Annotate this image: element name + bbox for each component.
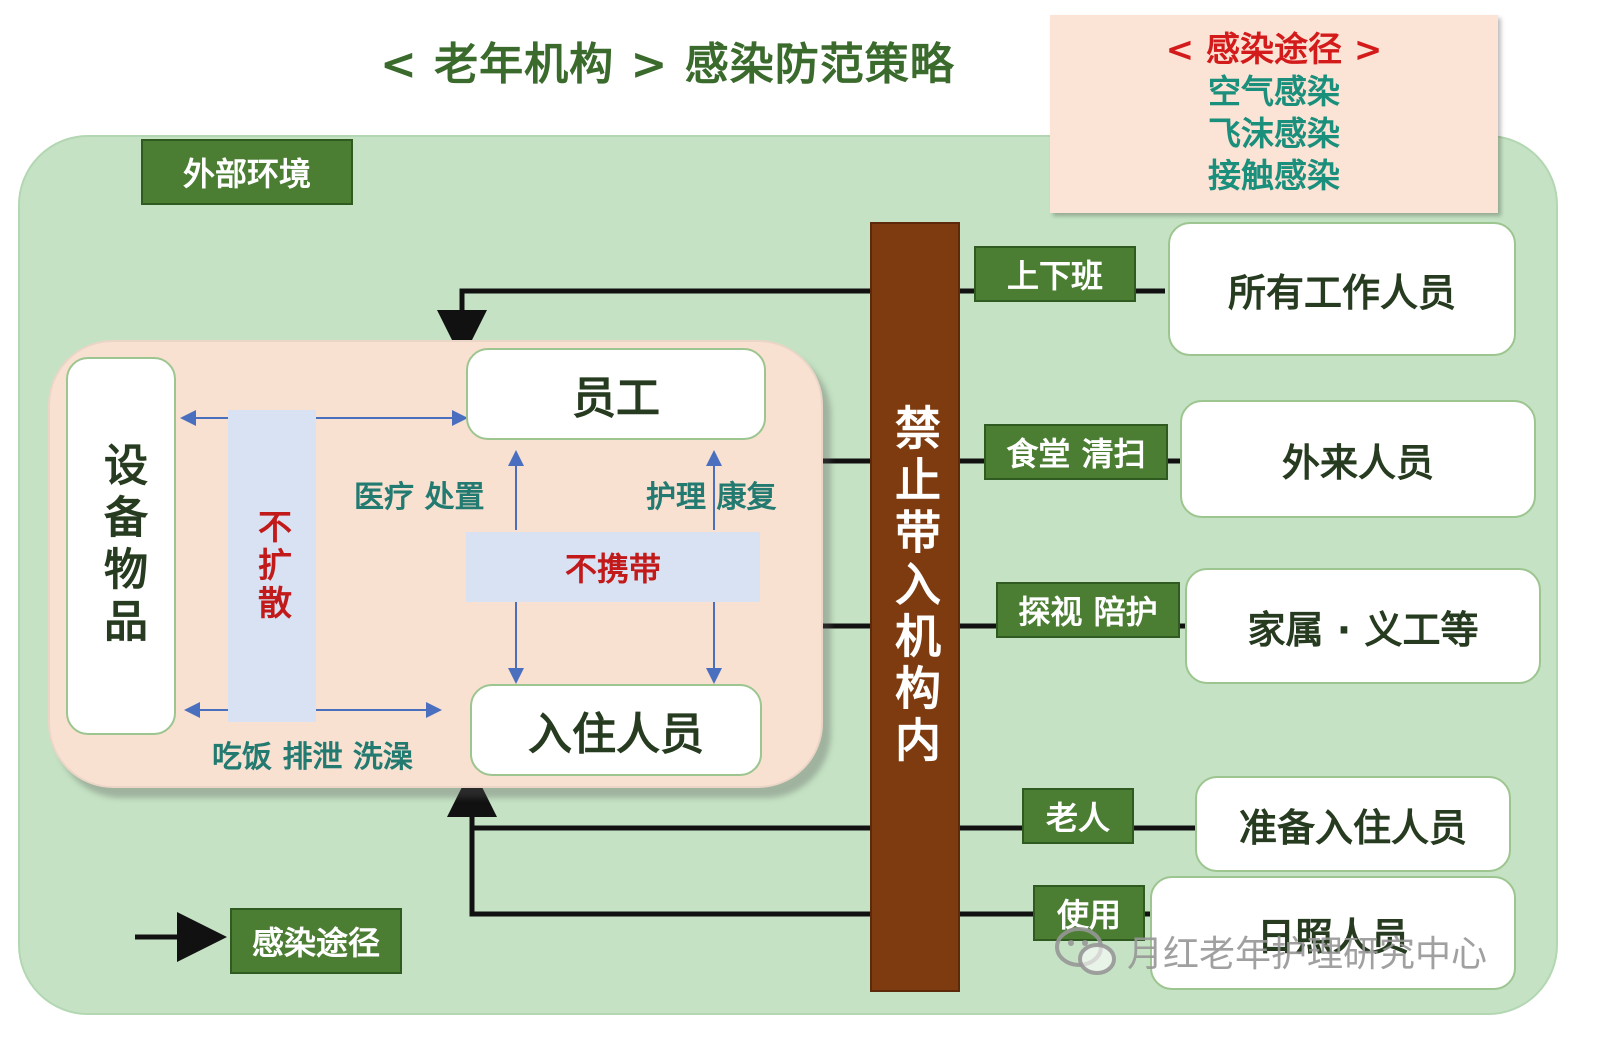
- barrier-pillar: 禁止带入机构内: [870, 222, 960, 992]
- source-tag-visit: 探视 陪护: [996, 582, 1180, 638]
- infection-routes-box: < 感染途径 > 空气感染 飞沫感染 接触感染: [1050, 15, 1498, 213]
- routes-heading: < 感染途径 >: [1165, 30, 1383, 70]
- page-title: < 老年机构 > 感染防范策略: [380, 39, 955, 90]
- source-box-outsiders: 外来人员: [1180, 400, 1536, 518]
- source-tag-commute: 上下班: [974, 246, 1136, 302]
- route-airborne: 空气感染: [1208, 72, 1340, 111]
- source-box-day-care: 日照人员: [1150, 876, 1516, 990]
- no-spread-label: 不扩散: [251, 509, 292, 623]
- daily-life-label: 吃饭 排泄 洗澡: [212, 740, 413, 775]
- route-contact: 接触感染: [1208, 156, 1340, 195]
- no-spread-band: 不扩散: [228, 410, 316, 722]
- watermark: 月红老年护理研究中心: [1055, 925, 1487, 977]
- source-tag-canteen: 食堂 清扫: [984, 424, 1168, 480]
- source-box-all-staff: 所有工作人员: [1168, 222, 1516, 356]
- watermark-text: 月红老年护理研究中心: [1127, 934, 1488, 975]
- source-box-new-residents: 准备入住人员: [1195, 776, 1511, 872]
- legend-label: 感染途径: [230, 908, 402, 974]
- source-box-family: 家属 · 义工等: [1185, 568, 1541, 684]
- nursing-label: 护理 康复: [646, 480, 777, 515]
- equipment-box: 设备物品: [66, 357, 176, 735]
- medical-label: 医疗 处置: [354, 480, 485, 515]
- route-droplet: 飞沫感染: [1208, 114, 1340, 153]
- residents-box: 入住人员: [470, 684, 762, 776]
- no-carry-band: 不携带: [466, 532, 760, 602]
- staff-box: 员工: [466, 348, 766, 440]
- equipment-label: 设备物品: [96, 442, 147, 650]
- wechat-icon: [1055, 927, 1116, 975]
- external-environment-label: 外部环境: [141, 139, 353, 205]
- barrier-label: 禁止带入机构内: [888, 404, 942, 768]
- source-tag-elderly: 老人: [1022, 788, 1134, 844]
- source-tag-use: 使用: [1033, 885, 1145, 941]
- no-carry-label: 不携带: [564, 550, 661, 588]
